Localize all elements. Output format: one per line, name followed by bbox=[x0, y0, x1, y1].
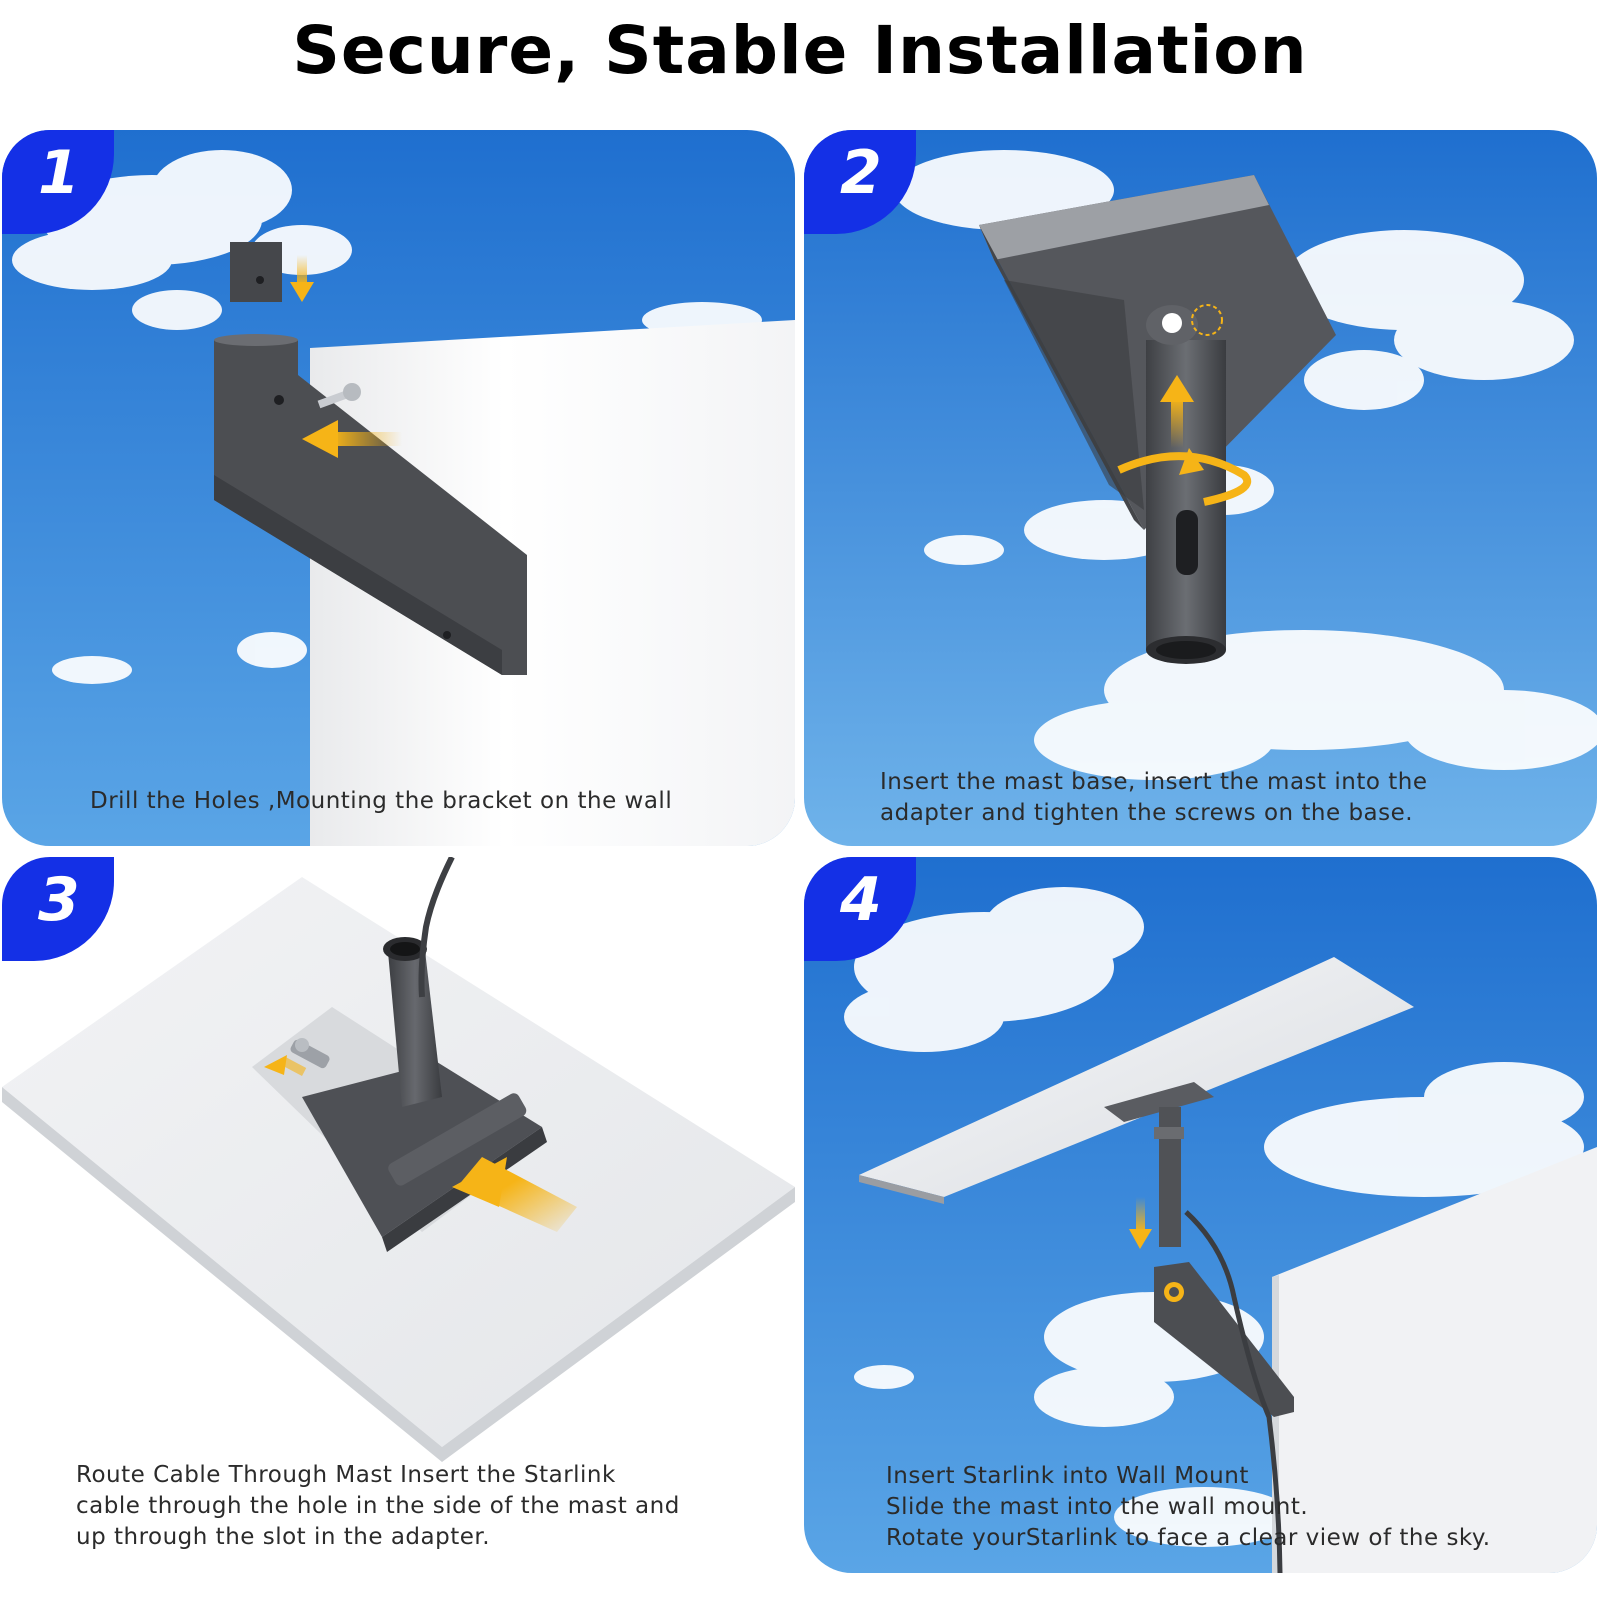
step-2-illustration bbox=[804, 130, 1597, 846]
step-4-illustration bbox=[804, 857, 1597, 1573]
step-4-panel: 4 Insert Starlink into Wall Mount Slide … bbox=[804, 857, 1597, 1573]
page-title: Secure, Stable Installation bbox=[292, 12, 1308, 89]
step-4-caption: Insert Starlink into Wall Mount Slide th… bbox=[886, 1463, 1491, 1551]
step-3-illustration bbox=[2, 857, 795, 1573]
step-2-caption: Insert the mast base, insert the mast in… bbox=[880, 769, 1428, 826]
screw-highlight-icon bbox=[1191, 304, 1223, 336]
arrow-down-icon bbox=[290, 255, 314, 302]
arrow-left-icon bbox=[302, 420, 402, 458]
arrow-down-icon bbox=[1129, 1197, 1152, 1249]
wall-mount bbox=[1154, 1262, 1294, 1417]
step-3-caption: Route Cable Through Mast Insert the Star… bbox=[76, 1462, 680, 1550]
wall bbox=[310, 320, 795, 846]
step-1-panel: 1 Drill the Holes ,Mounting the bracket … bbox=[2, 130, 795, 846]
starlink-dish bbox=[859, 957, 1414, 1197]
step-3-panel: 3 Route Cable Through Mast Insert the St… bbox=[2, 857, 795, 1573]
connector-icon bbox=[290, 1038, 330, 1069]
wall bbox=[1272, 1147, 1597, 1573]
wall-bracket bbox=[214, 340, 527, 675]
clouds bbox=[844, 887, 1584, 1547]
mast bbox=[1146, 340, 1226, 650]
mast bbox=[388, 942, 442, 1107]
arrow-insert-icon bbox=[452, 1157, 577, 1232]
rotate-arrow-icon bbox=[1117, 448, 1252, 506]
cable bbox=[418, 857, 455, 998]
step-1-caption: Drill the Holes ,Mounting the bracket on… bbox=[90, 788, 673, 814]
cable bbox=[1184, 1210, 1283, 1573]
adapter-plate bbox=[230, 242, 282, 302]
step-2-panel: 2 Insert the mast base, insert the mast … bbox=[804, 130, 1597, 846]
screw-icon bbox=[317, 383, 361, 409]
mast bbox=[1159, 1107, 1181, 1247]
step-1-illustration bbox=[2, 130, 795, 846]
arrow-up-icon bbox=[1160, 375, 1194, 448]
arrow-small-icon bbox=[264, 1055, 307, 1076]
